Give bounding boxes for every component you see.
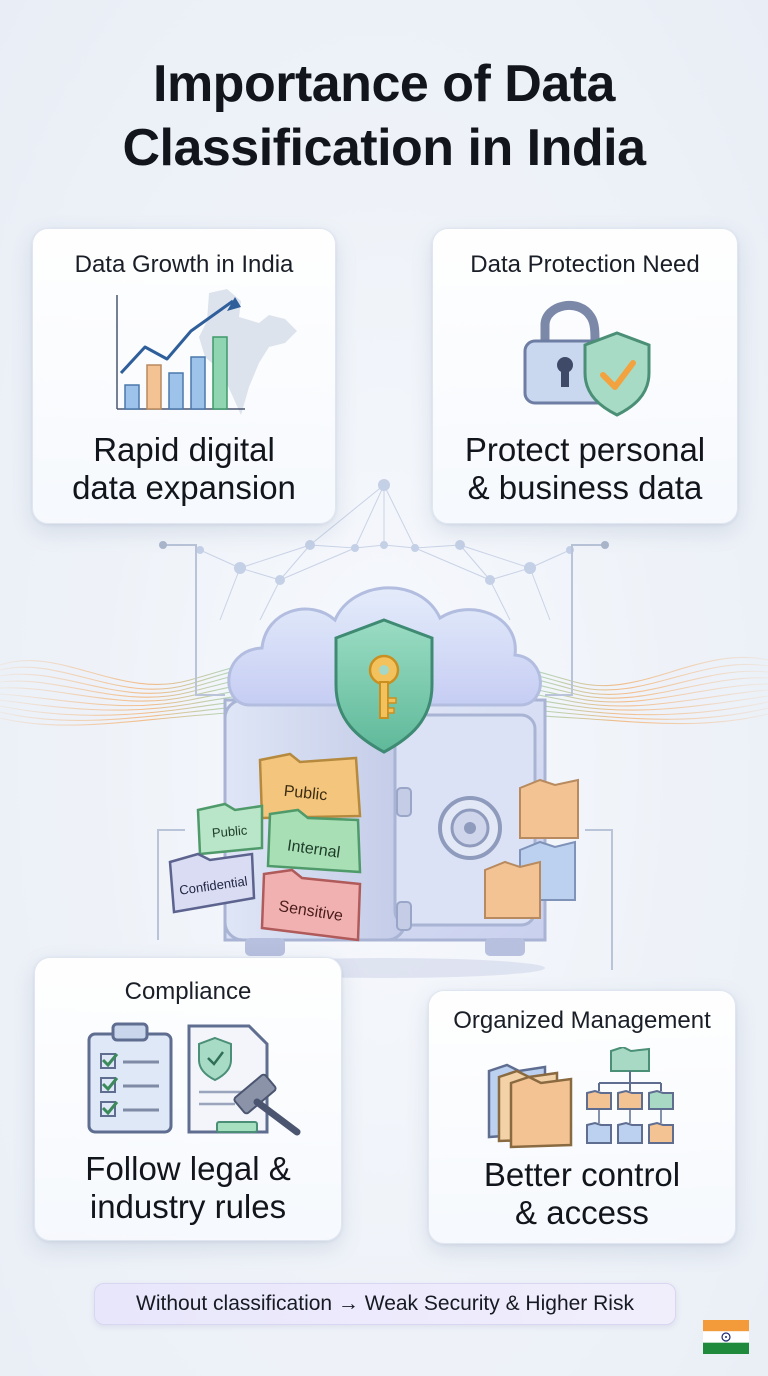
card-compliance-body-line-1: Follow legal & — [85, 1150, 291, 1187]
cloud-vault-key-icon: Public Public Internal Confidential Sens… — [0, 479, 768, 978]
card-organized-management-body: Better control & access — [429, 1156, 735, 1232]
folder-sensitive: Sensitive — [260, 868, 362, 942]
folder-public-side: Public — [196, 802, 264, 856]
wave-right-decoration — [518, 656, 768, 725]
card-organized-management-title: Organized Management — [453, 1007, 711, 1034]
folder-internal: Internal — [266, 808, 362, 874]
folder-label-public-side: Public — [211, 822, 248, 840]
padlock-shield-icon — [523, 301, 651, 417]
card-data-growth-body: Rapid digital data expansion — [33, 431, 335, 507]
card-data-growth: Data Growth in India Rapid digital data … — [32, 228, 336, 524]
card-data-growth-title: Data Growth in India — [74, 251, 294, 278]
folder-public-top: Public — [258, 752, 362, 820]
connector-lines-decoration — [157, 544, 613, 970]
folder-confidential: Confidential — [168, 852, 256, 914]
checklist-gavel-icon — [87, 1022, 301, 1136]
card-data-protection: Data Protection Need Protect personal & … — [432, 228, 738, 524]
folder-hierarchy-icon — [487, 1047, 674, 1149]
card-organized-management-body-line-1: Better control — [483, 1156, 681, 1193]
bar-chart-trend-icon — [116, 289, 297, 415]
risk-warning-banner: Without classification → Weak Security &… — [94, 1283, 676, 1325]
card-organized-management: Organized Management Better c — [428, 990, 736, 1244]
card-compliance-title: Compliance — [124, 978, 252, 1005]
page-title: Importance of Data Classification in Ind… — [0, 52, 768, 180]
page-title-line-1: Importance of Data — [153, 55, 615, 113]
card-organized-management-body-line-2: & access — [515, 1194, 649, 1231]
page-title-line-2: Classification in India — [122, 119, 646, 177]
wave-left-decoration — [0, 660, 252, 726]
card-data-growth-body-line-1: Rapid digital — [93, 431, 275, 468]
card-compliance-body: Follow legal & industry rules — [35, 1150, 341, 1226]
card-data-protection-body-line-1: Protect personal — [464, 431, 706, 468]
card-data-protection-body: Protect personal & business data — [433, 431, 737, 507]
card-data-growth-body-line-2: data expansion — [72, 469, 296, 506]
card-compliance-body-line-2: industry rules — [89, 1188, 287, 1225]
card-data-protection-body-line-2: & business data — [467, 469, 703, 506]
card-compliance: Compliance Follow legal & — [34, 957, 342, 1241]
shield-key-icon — [334, 618, 434, 754]
folder-stack-right — [484, 778, 579, 919]
card-data-protection-title: Data Protection Need — [470, 251, 700, 278]
india-flag-icon — [703, 1320, 749, 1354]
folder-label-public-top: Public — [283, 783, 328, 804]
